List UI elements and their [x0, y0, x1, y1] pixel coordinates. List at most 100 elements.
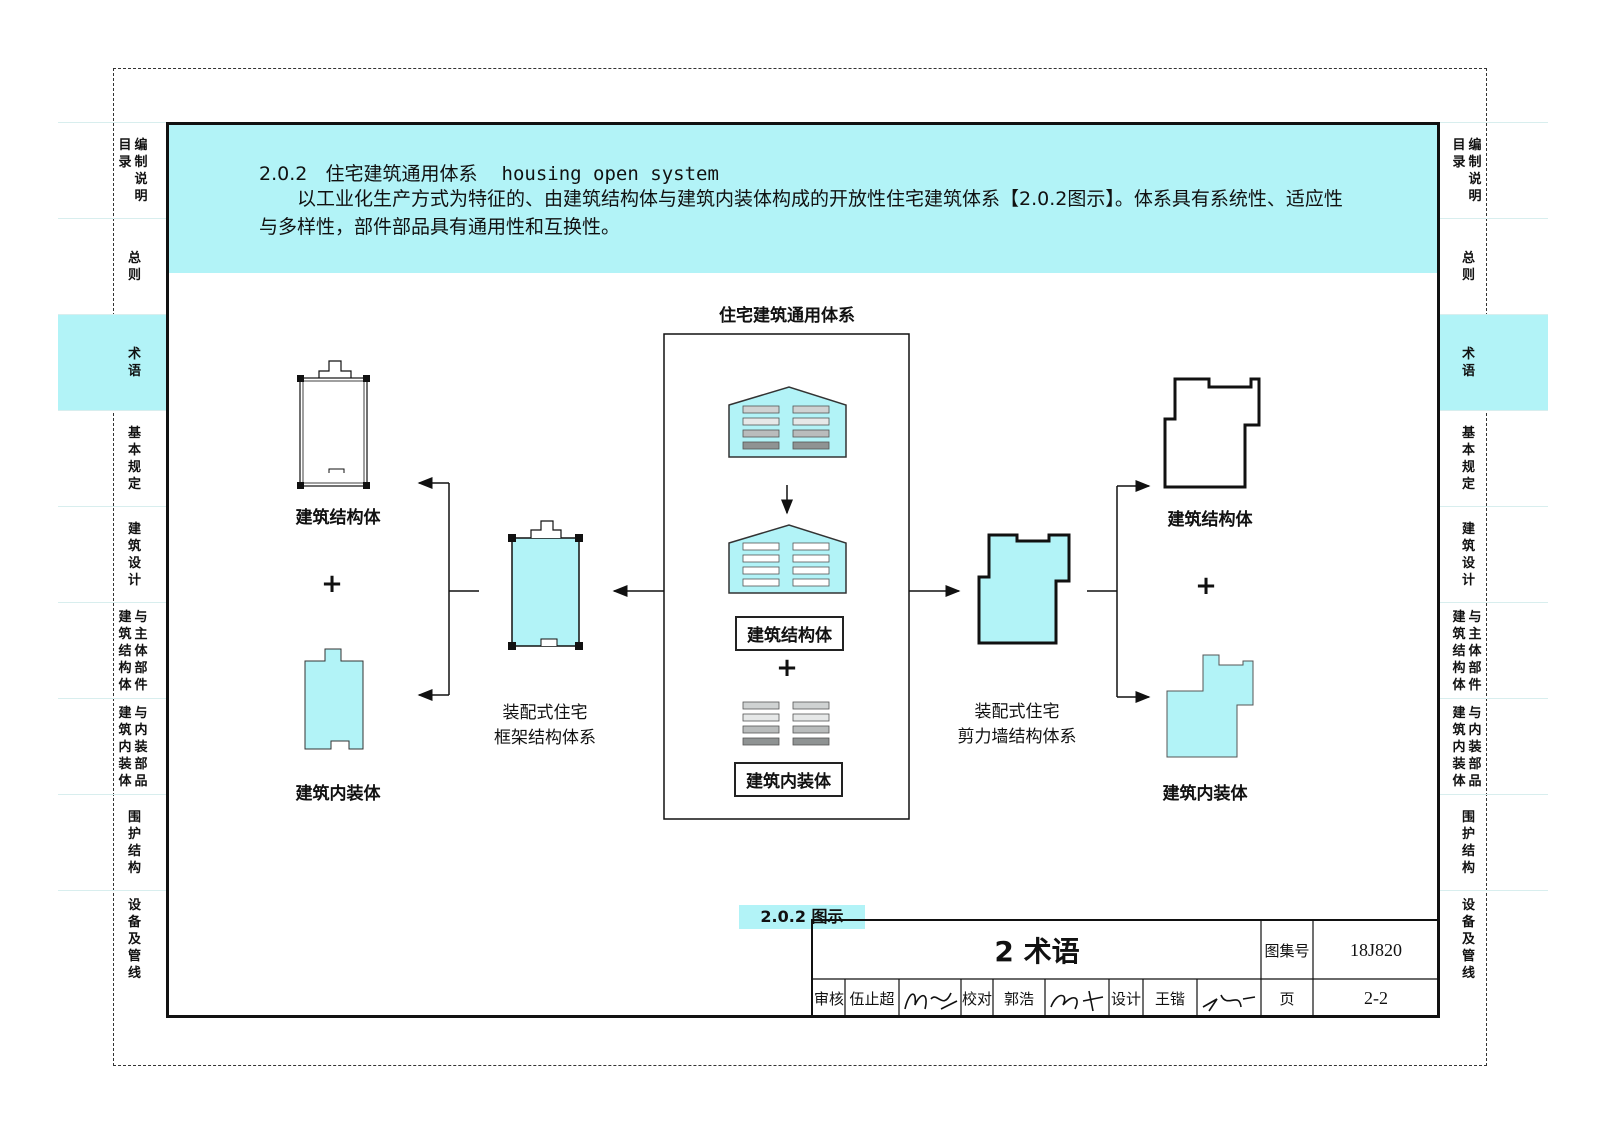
- designer-name: 王锴: [1154, 989, 1185, 1008]
- tab-label-char: 装: [118, 756, 132, 772]
- tab-label-column: 基本规定: [128, 425, 141, 493]
- check-label: 校对: [961, 989, 992, 1008]
- tab-label-char: 规: [1462, 460, 1476, 475]
- term-number: 2.0.2: [259, 163, 308, 185]
- chapter-title: 2 术语: [994, 935, 1080, 968]
- tab-label-char: 部: [134, 660, 148, 676]
- tab-label-char: 建: [118, 609, 132, 625]
- tab-label-column: 编制说明: [1469, 137, 1482, 205]
- tab-label-column: 目录: [119, 137, 132, 171]
- tab-label-char: 部: [1468, 660, 1482, 676]
- page-label: 页: [1279, 989, 1295, 1008]
- tab-contents-right[interactable]: 目录编制说明: [1438, 122, 1548, 218]
- tab-envelope-right[interactable]: 围护结构: [1438, 794, 1548, 890]
- tab-label-char: 筑: [118, 722, 132, 738]
- tab-general-right[interactable]: 总则: [1438, 218, 1548, 314]
- tab-terms-left[interactable]: 术语: [58, 314, 168, 410]
- tab-contents-left[interactable]: 目录编制说明: [58, 122, 168, 218]
- tab-label-char: 录: [1452, 155, 1466, 170]
- tab-label-char: 构: [118, 660, 132, 676]
- tab-label-char: 计: [128, 573, 142, 588]
- design-label: 设计: [1110, 989, 1141, 1008]
- tab-label-char: 体: [1468, 643, 1482, 659]
- tab-equipment-left[interactable]: 设备及管线: [58, 890, 168, 986]
- tab-interior-label: 建筑内装体与内装部品: [1453, 705, 1482, 790]
- tab-general-left[interactable]: 总则: [58, 218, 168, 314]
- tab-label-char: 品: [1468, 773, 1482, 789]
- tab-label-char: 录: [118, 155, 132, 170]
- tab-label-column: 建筑结构体: [119, 609, 132, 694]
- frame-system-label-1: 装配式住宅: [502, 703, 588, 723]
- tab-label-column: 建筑结构体: [1453, 609, 1466, 694]
- tab-label-char: 筑: [1462, 539, 1476, 554]
- tab-label-char: 构: [1452, 660, 1466, 676]
- review-label: 审核: [813, 989, 844, 1008]
- tab-label-char: 装: [1452, 756, 1466, 772]
- tab-label-char: 设: [1462, 897, 1476, 913]
- tab-label-char: 结: [1462, 844, 1476, 859]
- tab-terms-label: 术语: [1462, 346, 1475, 380]
- atlas-label: 图集号: [1264, 941, 1310, 960]
- tab-label-char: 计: [1462, 573, 1476, 588]
- tab-label-char: 语: [128, 364, 142, 379]
- tab-label-char: 本: [128, 443, 142, 458]
- tab-label-char: 结: [1452, 643, 1466, 659]
- tab-label-char: 备: [128, 914, 142, 930]
- tab-label-char: 与: [134, 609, 148, 625]
- tab-interior-left[interactable]: 建筑内装体与内装部品: [58, 698, 168, 794]
- tab-design-label: 建筑设计: [1462, 521, 1475, 589]
- tab-label-char: 管: [1462, 948, 1476, 964]
- left-split-bracket: [417, 477, 479, 701]
- tab-interior-right[interactable]: 建筑内装体与内装部品: [1438, 698, 1548, 794]
- tab-label-char: 设: [128, 556, 142, 571]
- tab-label-char: 则: [128, 268, 142, 283]
- tab-label-char: 部: [1468, 756, 1482, 772]
- tab-basic-label: 基本规定: [128, 425, 141, 493]
- tab-label-char: 装: [1468, 739, 1482, 755]
- tab-label-char: 体: [1452, 677, 1466, 693]
- tab-envelope-label: 围护结构: [1462, 809, 1475, 877]
- tab-basic-right[interactable]: 基本规定: [1438, 410, 1548, 506]
- tab-label-column: 总则: [128, 250, 141, 284]
- checker-name: 郭浩: [1003, 989, 1034, 1008]
- tab-basic-left[interactable]: 基本规定: [58, 410, 168, 506]
- tab-structure-label: 建筑结构体与主体部件: [119, 609, 148, 694]
- tab-structure-right[interactable]: 建筑结构体与主体部件: [1438, 602, 1548, 698]
- tab-label-column: 与内装部品: [1469, 705, 1482, 790]
- right-structure-label: 建筑结构体: [1167, 510, 1253, 530]
- tab-label-char: 护: [128, 827, 142, 842]
- tab-label-char: 围: [1462, 810, 1476, 825]
- left-plus: +: [321, 569, 343, 599]
- tab-label-char: 结: [118, 643, 132, 659]
- tab-design-left[interactable]: 建筑设计: [58, 506, 168, 602]
- tab-structure-left[interactable]: 建筑结构体与主体部件: [58, 602, 168, 698]
- tab-equipment-label: 设备及管线: [128, 897, 141, 982]
- center-plus: +: [776, 653, 798, 683]
- frame-system-label-2: 框架结构体系: [494, 728, 596, 748]
- tab-label-char: 目: [1452, 138, 1466, 153]
- tab-terms-right[interactable]: 术语: [1438, 314, 1548, 410]
- tab-label-char: 目: [118, 138, 132, 153]
- building-with-panels-icon: [728, 386, 847, 458]
- center-title: 住宅建筑通用体系: [719, 306, 855, 326]
- tab-equipment-right[interactable]: 设备及管线: [1438, 890, 1548, 986]
- tab-label-char: 编: [134, 138, 148, 153]
- right-structure-plan: [1163, 377, 1261, 489]
- tab-envelope-left[interactable]: 围护结构: [58, 794, 168, 890]
- tab-design-right[interactable]: 建筑设计: [1438, 506, 1548, 602]
- tab-label-char: 制: [1468, 155, 1482, 170]
- tab-label-char: 主: [134, 626, 148, 642]
- term-definition: 以工业化生产方式为特征的、由建筑结构体与建筑内装体构成的开放性住宅建筑体系【2.…: [259, 188, 1343, 238]
- tab-design-label: 建筑设计: [128, 521, 141, 589]
- right-plus: +: [1195, 571, 1217, 601]
- tab-label-char: 与: [134, 705, 148, 721]
- tab-label-column: 建筑设计: [128, 521, 141, 589]
- tab-label-char: 总: [128, 251, 142, 266]
- right-interior-plan: [1166, 654, 1254, 758]
- tab-label-char: 基: [1462, 426, 1476, 441]
- atlas-number: 18J820: [1349, 939, 1402, 960]
- tab-label-column: 与主体部件: [135, 609, 148, 694]
- tab-label-char: 语: [1462, 364, 1476, 379]
- right-interior-label: 建筑内装体: [1162, 784, 1248, 804]
- tab-label-char: 定: [1462, 477, 1476, 492]
